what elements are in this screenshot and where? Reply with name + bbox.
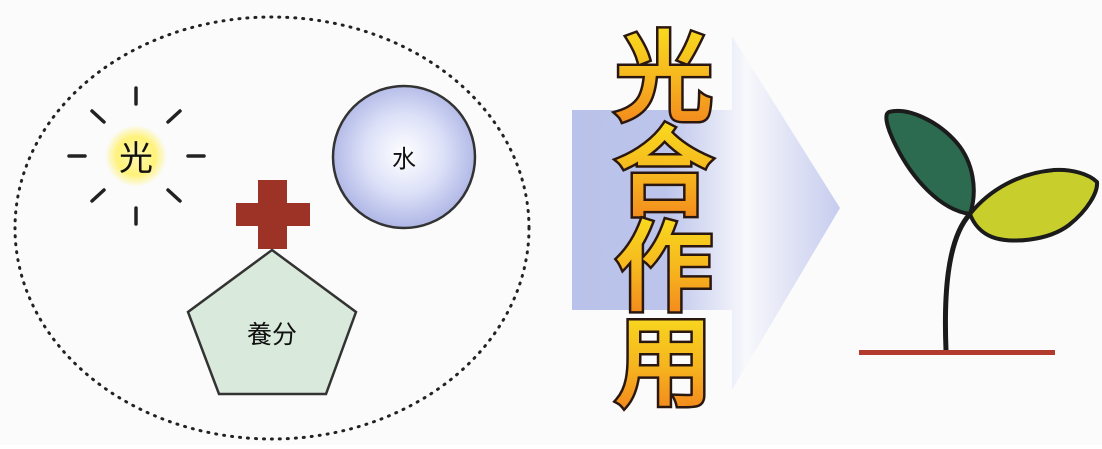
sun-glow <box>105 125 167 187</box>
inputs-group: 光 水 養分 <box>13 15 531 441</box>
process-char-1: 光 <box>616 22 713 135</box>
dark-leaf <box>884 109 976 216</box>
plus-sign <box>236 180 310 249</box>
process-group: 光 合 作 用 <box>572 20 840 423</box>
sun-rays <box>67 86 206 226</box>
water-circle-icon: 水 <box>331 84 477 230</box>
light-leaf <box>968 167 1100 243</box>
plus-icon <box>236 180 310 249</box>
ground-line <box>859 350 1055 355</box>
seedling-icon <box>859 109 1100 355</box>
plant-stem <box>942 211 973 353</box>
pentagon-icon: 養分 <box>186 248 358 396</box>
process-char-2: 合 <box>616 117 713 230</box>
process-char-3: 作 <box>616 212 713 325</box>
sun-icon: 光 <box>67 86 206 226</box>
inputs-dotted-boundary <box>13 15 531 441</box>
process-text: 光 合 作 用 <box>613 20 715 423</box>
nutrients-label: 養分 <box>247 320 297 349</box>
light-label: 光 <box>119 139 153 179</box>
process-char-4: 用 <box>616 307 713 420</box>
water-label: 水 <box>392 145 416 173</box>
nutrients-pentagon <box>186 248 358 396</box>
right-arrow-icon <box>572 36 840 390</box>
water-circle <box>331 84 477 230</box>
